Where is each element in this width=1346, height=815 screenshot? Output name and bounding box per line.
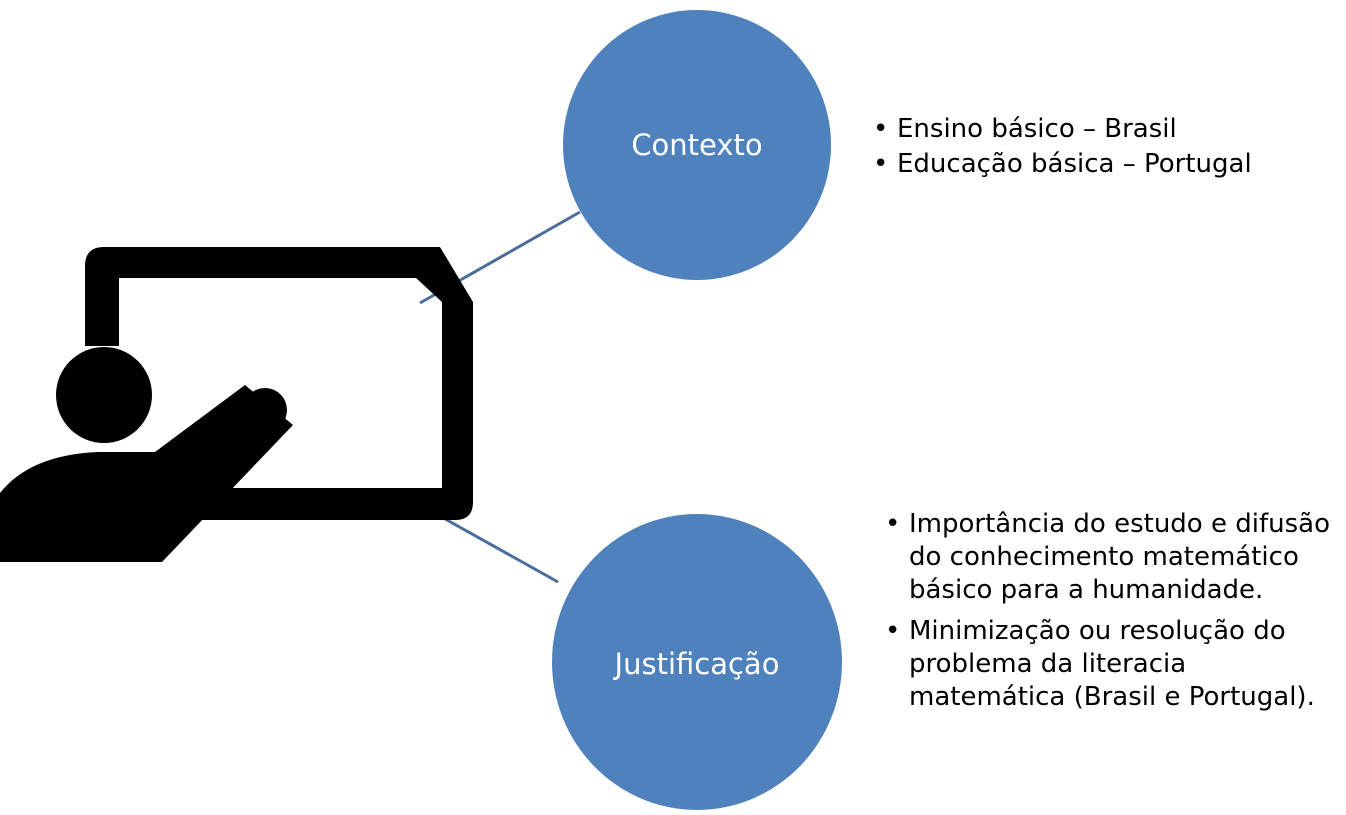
list-item: • Educação básica – Portugal	[873, 148, 1343, 181]
bullet-text: Ensino básico – Brasil	[897, 114, 1177, 144]
list-item: • Ensino básico – Brasil	[873, 113, 1343, 146]
connector-justificacao	[437, 513, 559, 584]
bullet-icon: •	[873, 149, 889, 179]
node-label-contexto: Contexto	[631, 128, 762, 162]
teacher-arm	[138, 388, 287, 542]
list-item: • Minimização ou resolução do problema d…	[885, 615, 1340, 714]
list-item: • Importância do estudo e difusão do con…	[885, 508, 1340, 607]
bullet-list-contexto: • Ensino básico – Brasil • Educação bási…	[873, 113, 1343, 183]
bullet-text: Educação básica – Portugal	[897, 149, 1252, 179]
bullet-text: Minimização ou resolução do problema da …	[909, 616, 1315, 712]
bullet-icon: •	[885, 616, 901, 646]
node-label-justificacao: Justificação	[613, 647, 780, 681]
bullet-list-justificacao: • Importância do estudo e difusão do con…	[885, 508, 1340, 722]
bullet-text: Importância do estudo e difusão do conhe…	[909, 509, 1330, 605]
bullet-icon: •	[885, 509, 901, 539]
node-circle-justificacao	[552, 514, 842, 810]
bullet-icon: •	[873, 114, 889, 144]
teacher-head	[56, 347, 152, 443]
teacher-whiteboard-icon	[0, 247, 473, 562]
node-circle-contexto	[563, 10, 831, 280]
